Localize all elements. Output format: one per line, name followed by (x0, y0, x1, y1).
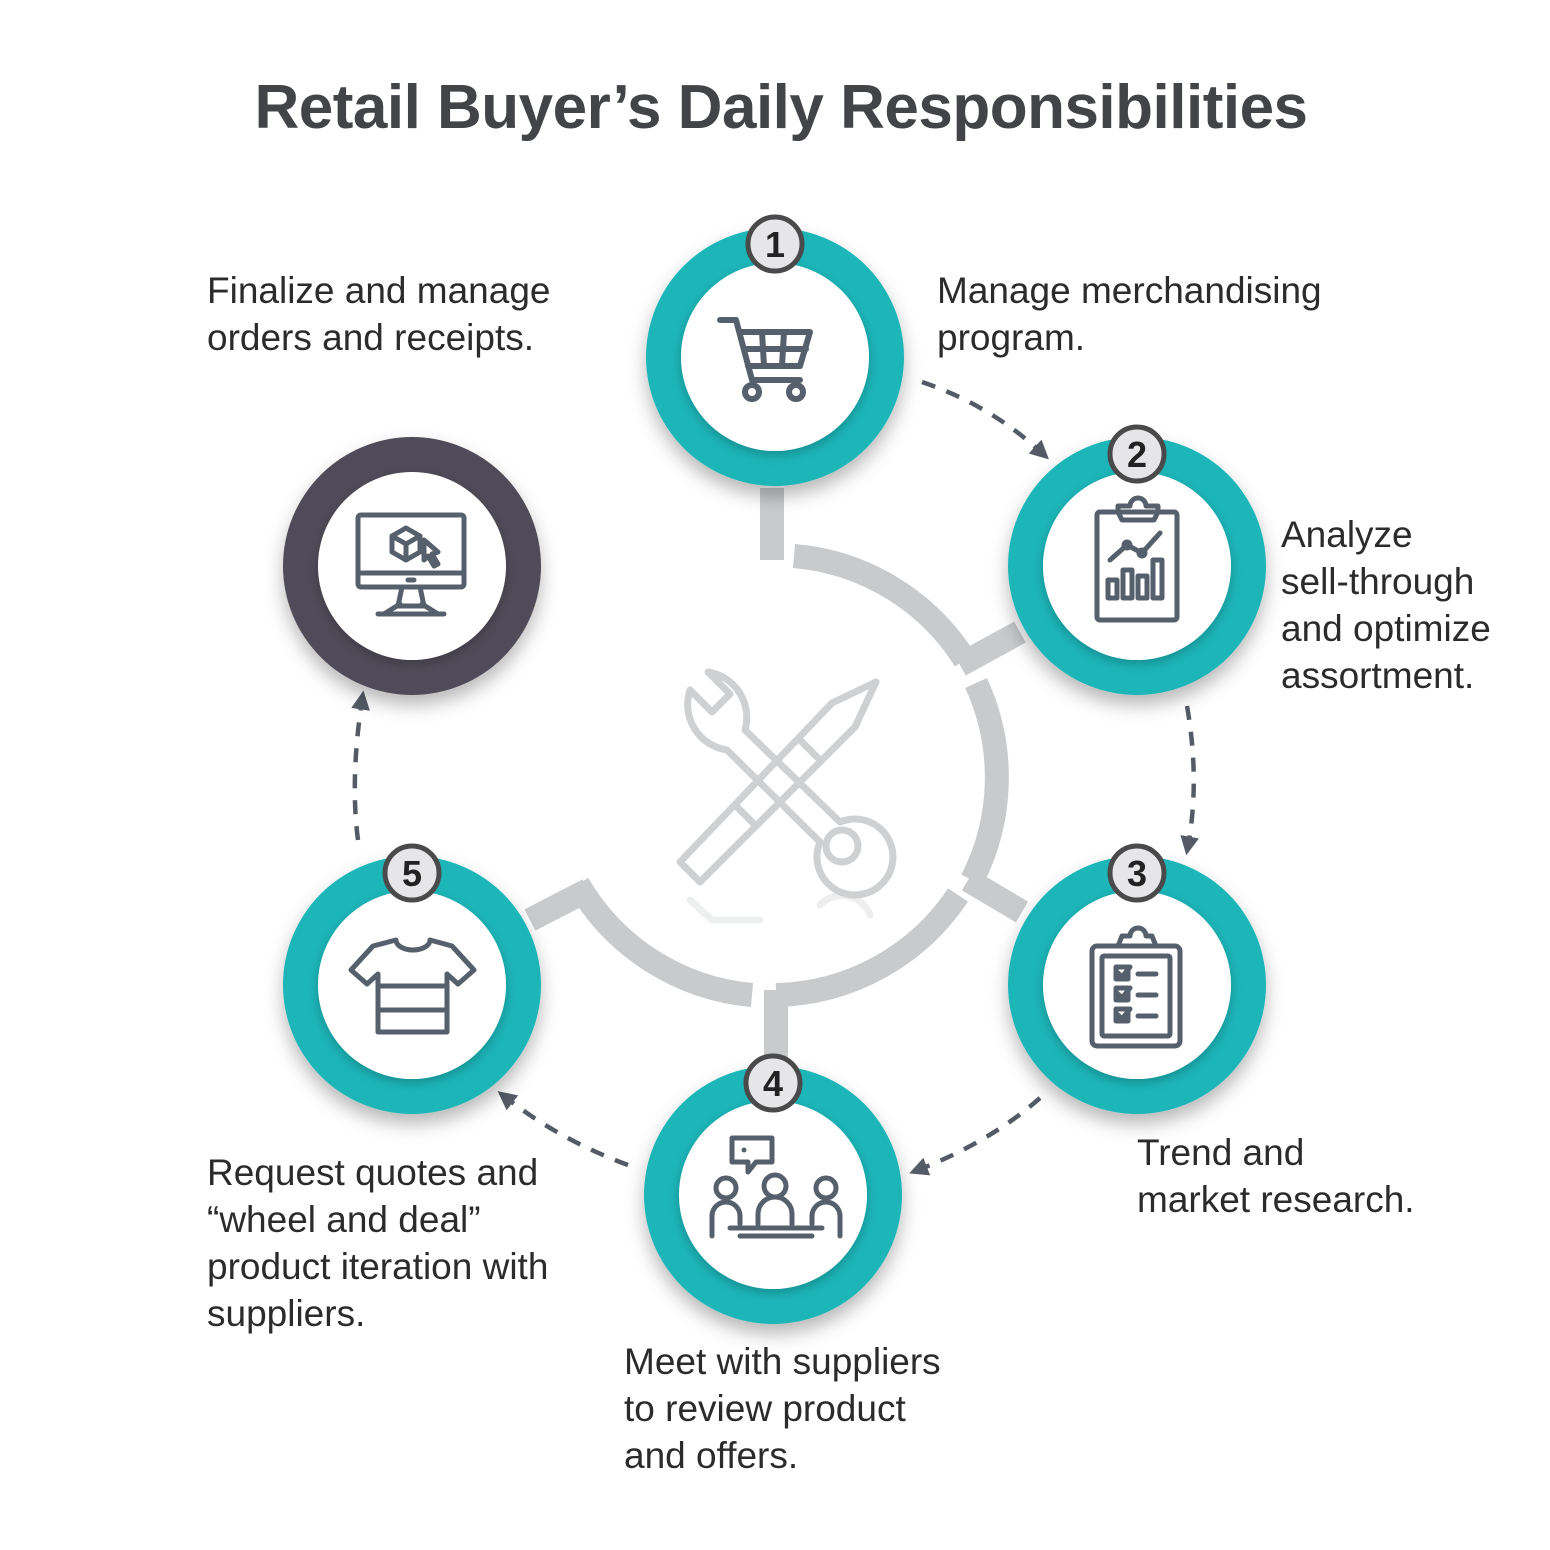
connector-ring (524, 488, 1029, 1062)
arrow-1-to-2 (921, 379, 1049, 460)
step-5-node: 5 (283, 843, 541, 1114)
step-number: 4 (763, 1063, 783, 1104)
computer-order-icon (355, 512, 467, 617)
arrow-5-to-6 (351, 690, 370, 841)
step-4-description: Meet with suppliers to review product an… (624, 1341, 941, 1476)
page-title: Retail Buyer’s Daily Responsibilities (254, 73, 1308, 142)
cycle-arrows (351, 379, 1199, 1176)
step-6-node (283, 437, 541, 695)
step-2-description: Analyze sell-through and optimize assort… (1281, 514, 1491, 696)
wrench-pen-icon (676, 668, 897, 924)
shopping-cart-icon (717, 317, 813, 402)
step-1-description: Manage merchandising program. (937, 270, 1322, 358)
meeting-people-icon (709, 1135, 843, 1239)
tshirt-icon (348, 937, 477, 1035)
step-2-node: 2 (1008, 424, 1266, 695)
step-number: 5 (402, 853, 422, 894)
arrow-3-to-4 (909, 1096, 1042, 1176)
step-3-node: 3 (1008, 843, 1266, 1114)
clipboard-chart-icon (1094, 495, 1180, 623)
step-5-description: Request quotes and “wheel and deal” prod… (207, 1152, 549, 1334)
step-number: 3 (1127, 853, 1147, 894)
arrow-2-to-3 (1180, 705, 1199, 856)
checklist-clipboard-icon (1089, 925, 1183, 1049)
step-number: 1 (765, 224, 785, 265)
step-1-node: 1 (646, 214, 904, 486)
step-6-description: Finalize and manage orders and receipts. (207, 270, 551, 358)
step-number: 2 (1127, 434, 1147, 475)
step-3-description: Trend and market research. (1137, 1132, 1415, 1220)
step-4-node: 4 (644, 1053, 902, 1324)
